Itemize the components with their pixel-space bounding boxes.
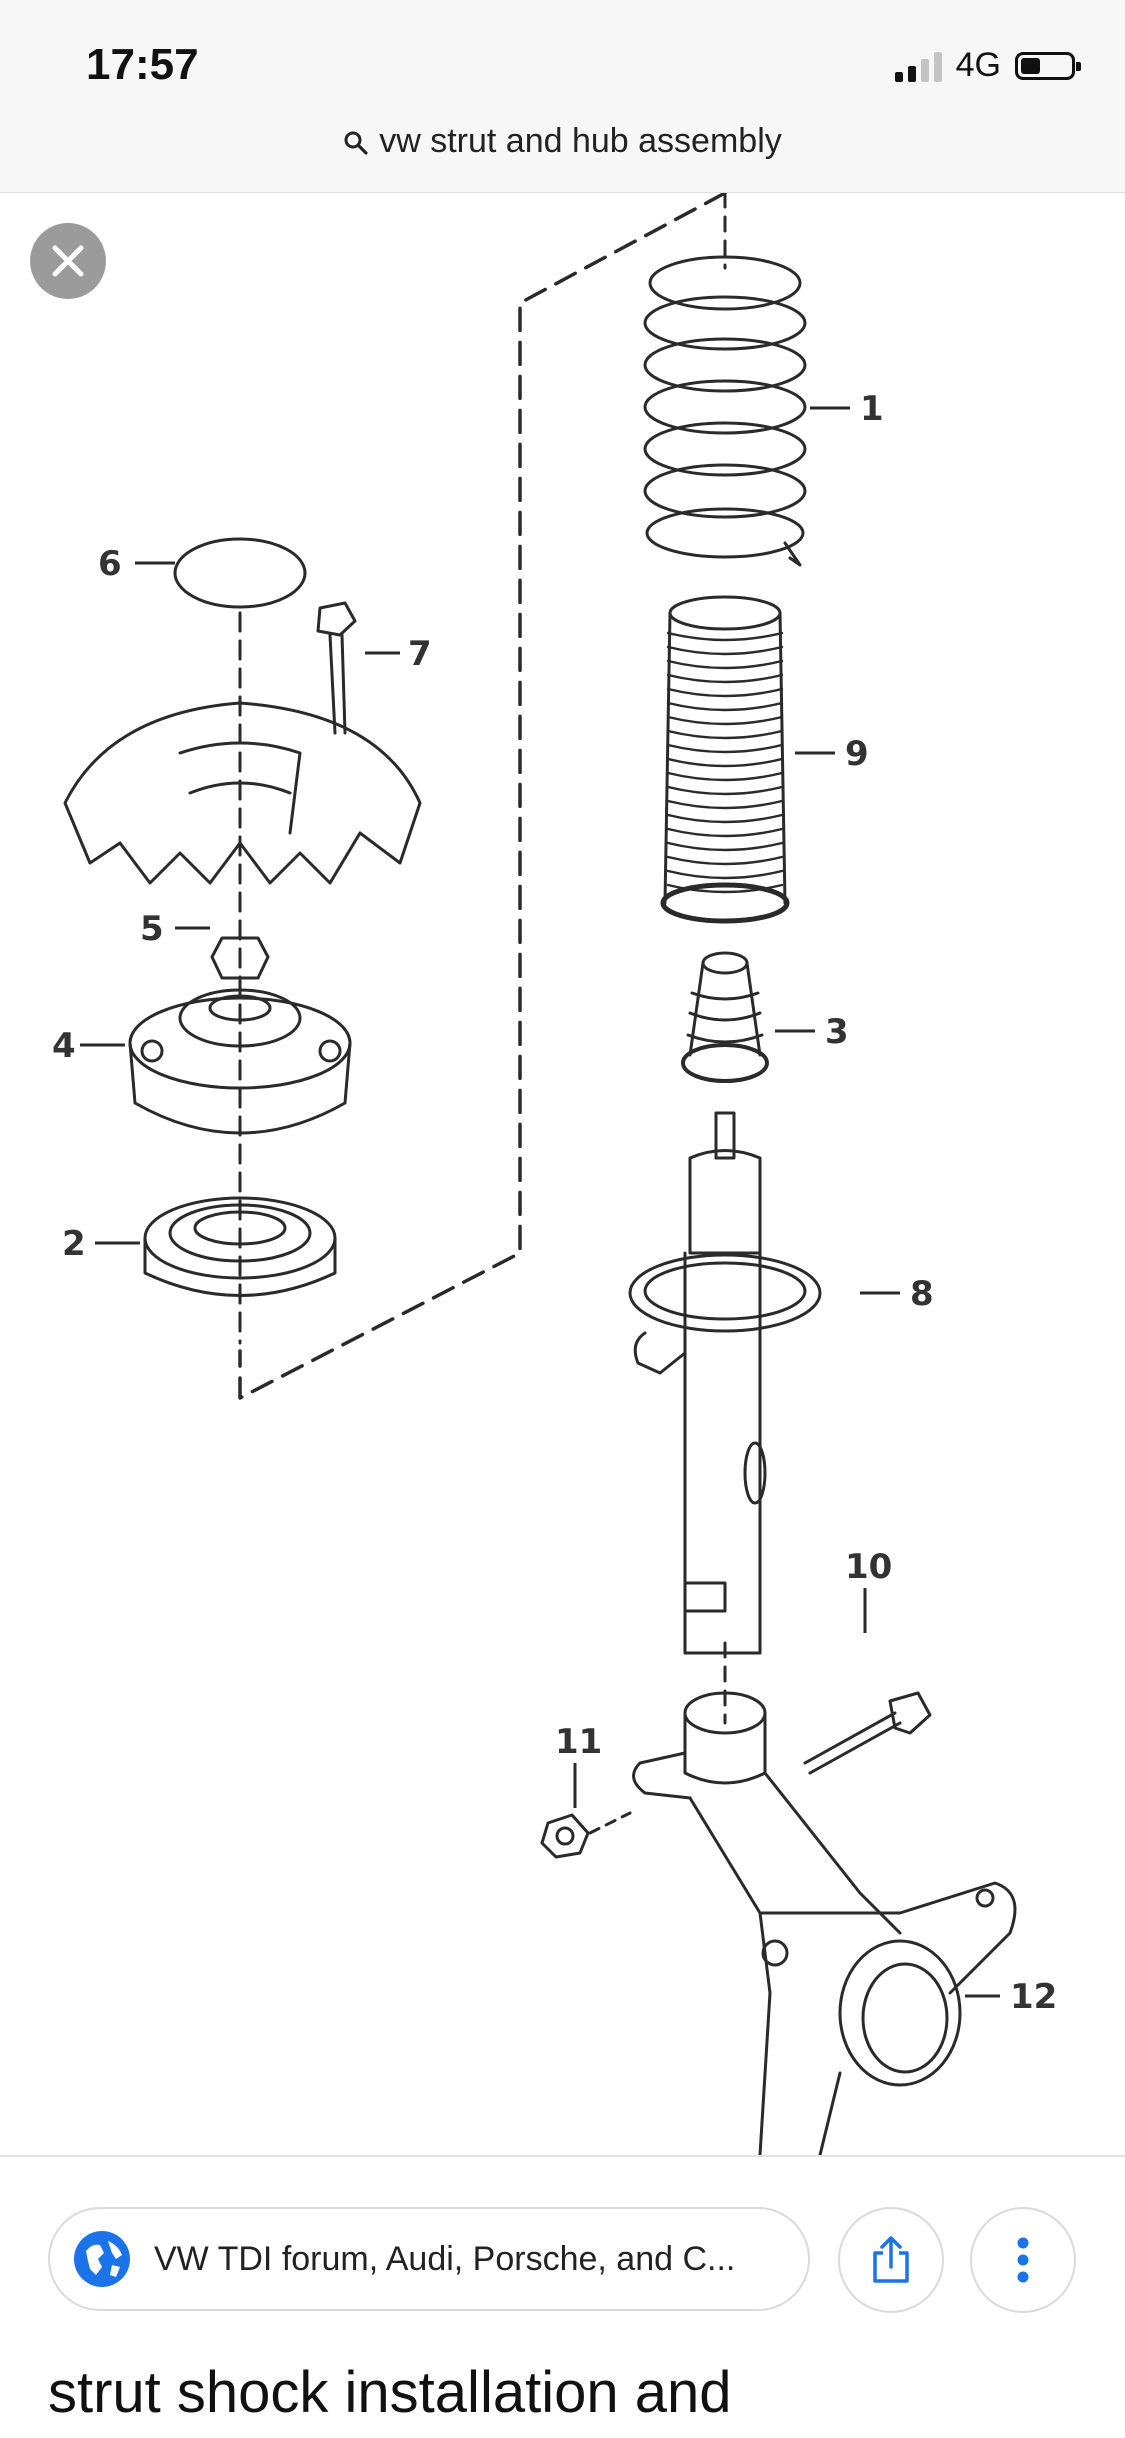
label-8: 8 xyxy=(910,1274,934,1314)
close-button[interactable] xyxy=(30,223,106,299)
network-type: 4G xyxy=(955,46,1001,84)
pinch-bolt xyxy=(803,1691,932,1775)
image-viewer[interactable]: 1 9 3 8 6 7 5 4 2 10 11 12 xyxy=(0,193,1125,2155)
strut-damper xyxy=(628,1111,822,1655)
label-4: 4 xyxy=(52,1026,76,1066)
strut-bearing xyxy=(143,1196,337,1297)
label-9: 9 xyxy=(845,734,869,774)
label-10: 10 xyxy=(845,1547,892,1587)
more-vertical-icon xyxy=(1017,2237,1029,2283)
label-11: 11 xyxy=(555,1722,602,1762)
page-title[interactable]: strut shock installation and xyxy=(48,2360,732,2425)
steering-knuckle xyxy=(632,1691,1017,2155)
label-5: 5 xyxy=(140,909,164,949)
search-query: vw strut and hub assembly xyxy=(379,122,782,160)
status-time: 17:57 xyxy=(86,40,199,89)
label-3: 3 xyxy=(825,1012,849,1052)
mount-bracket xyxy=(63,701,422,885)
strut-assembly-diagram: 1 9 3 8 6 7 5 4 2 10 11 12 xyxy=(52,193,1057,2155)
top-mount xyxy=(128,988,352,1135)
globe-icon xyxy=(74,2231,130,2287)
label-6: 6 xyxy=(98,544,122,584)
top-nut xyxy=(210,936,270,980)
more-button[interactable] xyxy=(970,2207,1076,2313)
battery-icon xyxy=(1015,51,1081,80)
source-link[interactable]: VW TDI forum, Audi, Porsche, and C... xyxy=(48,2207,810,2311)
result-bar: VW TDI forum, Audi, Porsche, and C... st… xyxy=(0,2155,1125,2438)
nut xyxy=(540,1811,632,1859)
signal-icon xyxy=(894,50,942,82)
label-7: 7 xyxy=(408,634,432,674)
close-icon xyxy=(52,245,84,277)
label-12: 12 xyxy=(1010,1977,1057,2017)
coil-spring xyxy=(643,255,807,567)
mount-bolt xyxy=(316,601,357,735)
status-indicators: 4G xyxy=(894,46,1081,85)
cap xyxy=(173,537,307,609)
share-button[interactable] xyxy=(838,2207,944,2313)
search-icon xyxy=(344,131,368,155)
share-icon xyxy=(873,2236,909,2283)
dust-boot xyxy=(660,595,790,924)
label-2: 2 xyxy=(62,1224,86,1264)
status-bar: 17:57 4G xyxy=(0,0,1125,120)
bump-stop xyxy=(681,951,769,1083)
source-name: VW TDI forum, Audi, Porsche, and C... xyxy=(154,2239,736,2278)
search-bar[interactable]: vw strut and hub assembly xyxy=(0,120,1125,193)
label-1: 1 xyxy=(860,389,884,429)
